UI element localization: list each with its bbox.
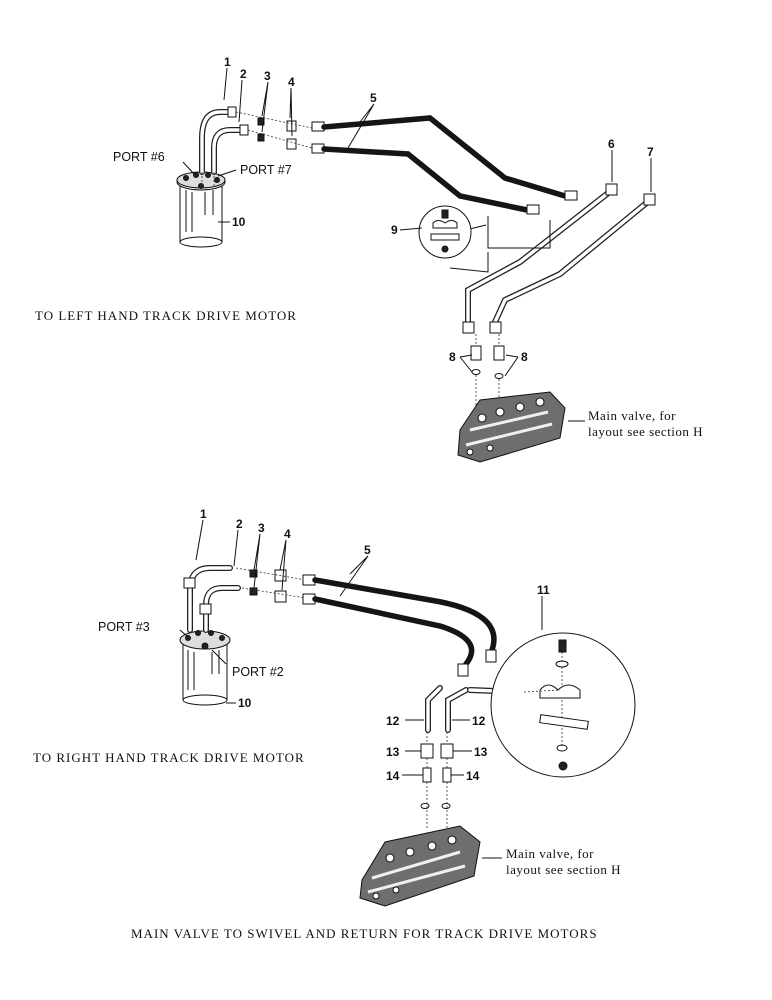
callout-2-bottom: 2 bbox=[236, 517, 243, 531]
o-ring-top-a bbox=[257, 117, 265, 126]
figure-caption: MAIN VALVE TO SWIVEL AND RETURN FOR TRAC… bbox=[131, 926, 598, 941]
callout-9: 9 bbox=[391, 223, 398, 237]
o-ring-bottom-a bbox=[249, 569, 258, 578]
bottom-section-caption: TO RIGHT HAND TRACK DRIVE MOTOR bbox=[33, 750, 305, 765]
main-valve-top bbox=[457, 391, 566, 463]
o-ring-top-b bbox=[257, 133, 265, 142]
elbow-fitting-top-2 bbox=[211, 124, 249, 175]
tube-6 bbox=[462, 183, 618, 334]
callout-3-bottom: 3 bbox=[258, 521, 265, 535]
callout-14-right: 14 bbox=[466, 769, 480, 783]
callout-1-bottom: 1 bbox=[200, 507, 207, 521]
o-ring-bottom-b bbox=[249, 587, 258, 596]
o-ring-14-right bbox=[441, 803, 451, 809]
valve-note-top-2: layout see section H bbox=[588, 424, 703, 439]
callout-8-left: 8 bbox=[449, 350, 456, 364]
callout-2-top: 2 bbox=[240, 67, 247, 81]
top-assembly: 1 2 3 4 5 6 7 8 8 9 10 PORT #6 PORT #7 M… bbox=[35, 55, 703, 463]
hose-bottom-lower bbox=[302, 593, 475, 677]
tube-7 bbox=[489, 193, 656, 334]
elbow-fitting-top-1 bbox=[199, 106, 237, 175]
hose-bottom-upper bbox=[302, 574, 497, 663]
fitting-14-right bbox=[442, 767, 452, 783]
adapter-top-b bbox=[286, 138, 297, 150]
callout-12-left: 12 bbox=[386, 714, 400, 728]
hose-top-lower bbox=[311, 143, 540, 215]
elbow-fitting-bottom-2 bbox=[199, 585, 241, 633]
callout-11: 11 bbox=[537, 583, 550, 597]
callout-12-right: 12 bbox=[472, 714, 486, 728]
callout-5-bottom: 5 bbox=[364, 543, 371, 557]
callout-5-top: 5 bbox=[370, 91, 377, 105]
fitting-13-left bbox=[420, 743, 434, 759]
callout-8-right: 8 bbox=[521, 350, 528, 364]
tube-12-left bbox=[425, 685, 443, 733]
callout-6: 6 bbox=[608, 137, 615, 151]
callout-10-bottom: 10 bbox=[238, 696, 252, 710]
bottom-assembly: 1 2 3 4 5 10 11 12 12 13 13 14 14 PORT #… bbox=[33, 507, 636, 907]
top-section-caption: TO LEFT HAND TRACK DRIVE MOTOR bbox=[35, 308, 297, 323]
fitting-14-left bbox=[422, 767, 432, 783]
port-3-label: PORT #3 bbox=[98, 620, 150, 634]
valve-note-bottom-2: layout see section H bbox=[506, 862, 621, 877]
fitting-8-right bbox=[493, 345, 505, 379]
port-6-label: PORT #6 bbox=[113, 150, 165, 164]
o-ring-14-left bbox=[420, 803, 430, 809]
hose-top-upper bbox=[311, 115, 578, 201]
callout-13-left: 13 bbox=[386, 745, 400, 759]
callout-4-bottom: 4 bbox=[284, 527, 291, 541]
swivel-body-bottom bbox=[179, 630, 231, 706]
callout-14-left: 14 bbox=[386, 769, 400, 783]
clamp-detail-circle-9 bbox=[418, 205, 472, 259]
callout-3-top: 3 bbox=[264, 69, 271, 83]
main-valve-bottom bbox=[359, 825, 481, 907]
fitting-13-right bbox=[440, 743, 454, 759]
valve-note-bottom-1: Main valve, for bbox=[506, 846, 594, 861]
fitting-8-left bbox=[470, 345, 482, 375]
callout-7: 7 bbox=[647, 145, 654, 159]
adapter-bottom-b bbox=[274, 590, 287, 603]
port-2-label: PORT #2 bbox=[232, 665, 284, 679]
callout-13-right: 13 bbox=[474, 745, 488, 759]
port-7-label: PORT #7 bbox=[240, 163, 292, 177]
valve-note-top-1: Main valve, for bbox=[588, 408, 676, 423]
swivel-body-top bbox=[176, 171, 226, 248]
callout-1-top: 1 bbox=[224, 55, 231, 69]
callout-10-top: 10 bbox=[232, 215, 246, 229]
clamp-detail-circle-11 bbox=[490, 632, 636, 778]
elbow-fitting-bottom-1 bbox=[183, 565, 233, 633]
callout-4-top: 4 bbox=[288, 75, 295, 89]
